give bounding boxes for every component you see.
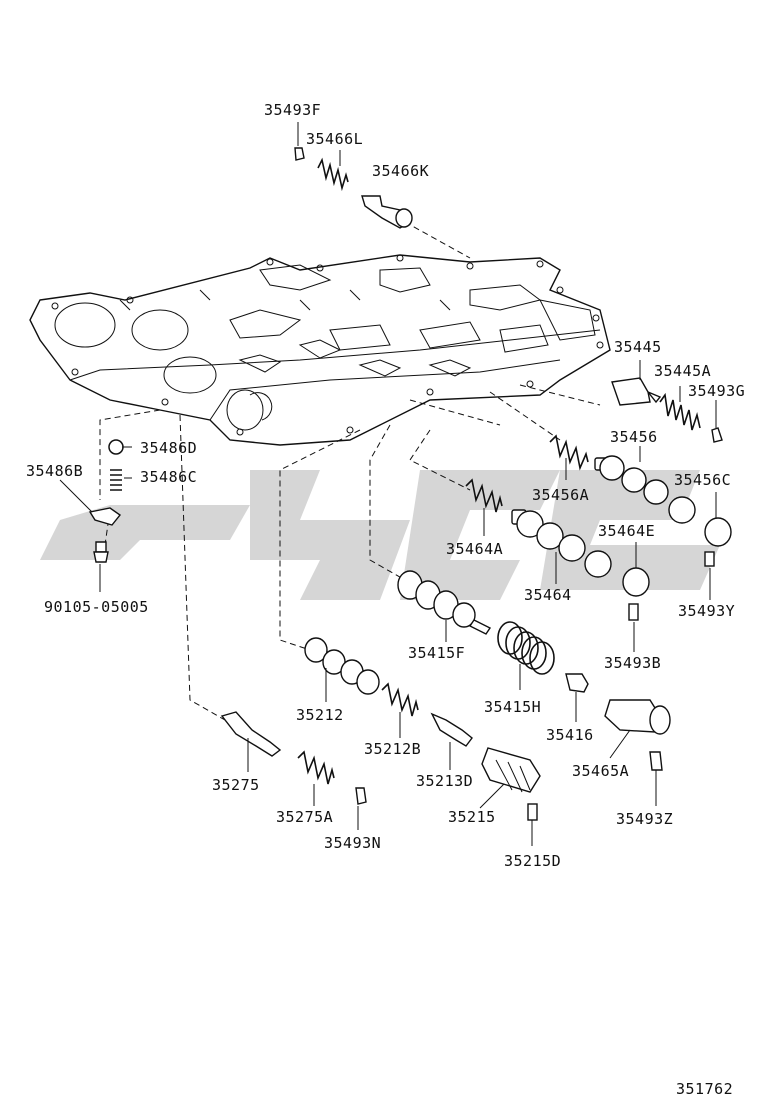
part-35486C-spring xyxy=(110,469,122,491)
label-35456C: 35456C xyxy=(674,471,731,489)
label-35212: 35212 xyxy=(296,706,344,724)
valve-body xyxy=(29,254,611,446)
part-35456A-spring xyxy=(549,434,589,471)
diagram-id: 351762 xyxy=(676,1080,733,1098)
label-35415H: 35415H xyxy=(484,698,541,716)
label-35493G: 35493G xyxy=(688,382,745,400)
label-35416: 35416 xyxy=(546,726,594,744)
label-35464E: 35464E xyxy=(598,522,655,540)
label-35275: 35275 xyxy=(212,776,260,794)
part-35445A-spring xyxy=(659,392,701,431)
part-35275A-spring xyxy=(297,750,335,785)
part-35466K-plug xyxy=(361,195,413,229)
part-35415H-spring xyxy=(497,621,555,675)
label-90105-05005: 90105-05005 xyxy=(44,598,149,616)
part-35415F-valve xyxy=(397,570,492,635)
label-35213D: 35213D xyxy=(416,772,473,790)
part-35212B-spring xyxy=(381,682,419,717)
label-35464A: 35464A xyxy=(446,540,503,558)
label-35275A: 35275A xyxy=(276,808,333,826)
part-35445-valve xyxy=(611,377,662,406)
part-35213D-plug xyxy=(430,712,473,747)
part-35486B-check-ball xyxy=(88,507,122,526)
part-35215D-retainer xyxy=(527,803,538,821)
part-35215-sleeve xyxy=(481,747,541,793)
part-35466L-spring xyxy=(317,157,349,192)
label-35486C: 35486C xyxy=(140,468,197,486)
part-35464A-spring xyxy=(465,478,503,513)
label-35493B: 35493B xyxy=(604,654,661,672)
part-35493F-clip xyxy=(294,147,305,161)
part-35275-plug xyxy=(220,711,282,757)
label-35445: 35445 xyxy=(614,338,662,356)
label-35486B: 35486B xyxy=(26,462,83,480)
part-35465A-sleeve xyxy=(604,699,671,735)
part-35493B-retainer xyxy=(628,603,639,621)
label-35215D: 35215D xyxy=(504,852,561,870)
label-35215: 35215 xyxy=(448,808,496,826)
label-35445A: 35445A xyxy=(654,362,711,380)
label-35466L: 35466L xyxy=(306,130,363,148)
label-35493Z: 35493Z xyxy=(616,810,673,828)
part-35493G-clip xyxy=(711,427,723,443)
label-35465A: 35465A xyxy=(572,762,629,780)
part-labels: 35493F 35466L 35466K 35445 35445A 35493G… xyxy=(26,101,745,870)
label-35466K: 35466K xyxy=(372,162,429,180)
part-35456C-plug xyxy=(704,517,732,547)
part-35493N-clip xyxy=(355,787,367,805)
part-35493Z-clip xyxy=(649,751,663,771)
part-35493Y-retainer xyxy=(704,551,715,567)
label-35456A: 35456A xyxy=(532,486,589,504)
part-35416-plug xyxy=(565,673,589,693)
part-35456-valve xyxy=(594,455,696,524)
leader-lines xyxy=(59,122,717,846)
part-35464E-plug xyxy=(622,567,650,597)
part-35464-valve xyxy=(511,509,612,578)
label-35212B: 35212B xyxy=(364,740,421,758)
label-35493Y: 35493Y xyxy=(678,602,735,620)
part-35212-valve xyxy=(304,637,380,695)
part-35486D-oring xyxy=(108,439,124,455)
label-35493N: 35493N xyxy=(324,834,381,852)
label-35464: 35464 xyxy=(524,586,572,604)
alignment-lines xyxy=(99,221,601,721)
label-35486D: 35486D xyxy=(140,439,197,457)
label-35415F: 35415F xyxy=(408,644,465,662)
label-35493F: 35493F xyxy=(264,101,321,119)
label-35456: 35456 xyxy=(610,428,658,446)
part-90105-bolt xyxy=(93,541,109,563)
